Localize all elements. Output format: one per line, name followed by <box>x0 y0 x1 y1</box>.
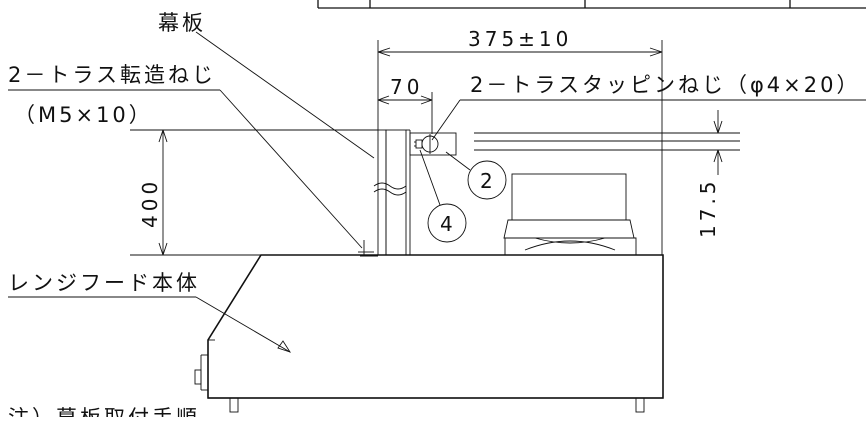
callout-2-label: 2 <box>480 169 493 193</box>
dimension-375 <box>377 47 663 57</box>
dimension-375-label: 375±10 <box>468 27 572 51</box>
dimension-70-label: 70 <box>390 75 423 99</box>
dimension-400-label: 400 <box>138 178 162 228</box>
callout-4-label: 4 <box>440 212 453 236</box>
arrow-hood-body <box>277 340 292 353</box>
bracket <box>409 132 457 156</box>
leader-callout-2 <box>445 151 471 171</box>
label-screw-right: 2－トラスタッピンねじ（φ4×20） <box>470 73 860 97</box>
dimension-17-5 <box>713 110 723 175</box>
label-screw-left-2: （M5×10） <box>14 103 153 127</box>
dimension-70 <box>377 92 433 134</box>
leader-callout-4 <box>419 149 441 206</box>
dimension-400 <box>130 129 378 256</box>
label-makuita: 幕板 <box>158 11 206 35</box>
makuita-board <box>373 129 411 256</box>
leader-screw-right <box>431 99 461 141</box>
duct-connector <box>503 173 637 256</box>
leader-makuita <box>195 31 375 159</box>
label-screw-left-1: 2－トラス転造ねじ <box>8 63 216 87</box>
leader-hood-body <box>195 296 291 353</box>
title-table-fragment <box>317 0 866 9</box>
reference-lines <box>377 40 740 255</box>
callout-circle-2 <box>467 160 507 200</box>
range-hood-body <box>194 254 664 413</box>
dimension-17-5-label: 17.5 <box>696 177 720 238</box>
leader-screw-left <box>219 89 363 249</box>
callout-circle-4 <box>427 203 467 243</box>
label-note-partial: 注）幕板取付手順 <box>8 406 200 417</box>
label-hood-body: レンジフード本体 <box>8 271 200 295</box>
truss-screw-left <box>358 240 378 257</box>
